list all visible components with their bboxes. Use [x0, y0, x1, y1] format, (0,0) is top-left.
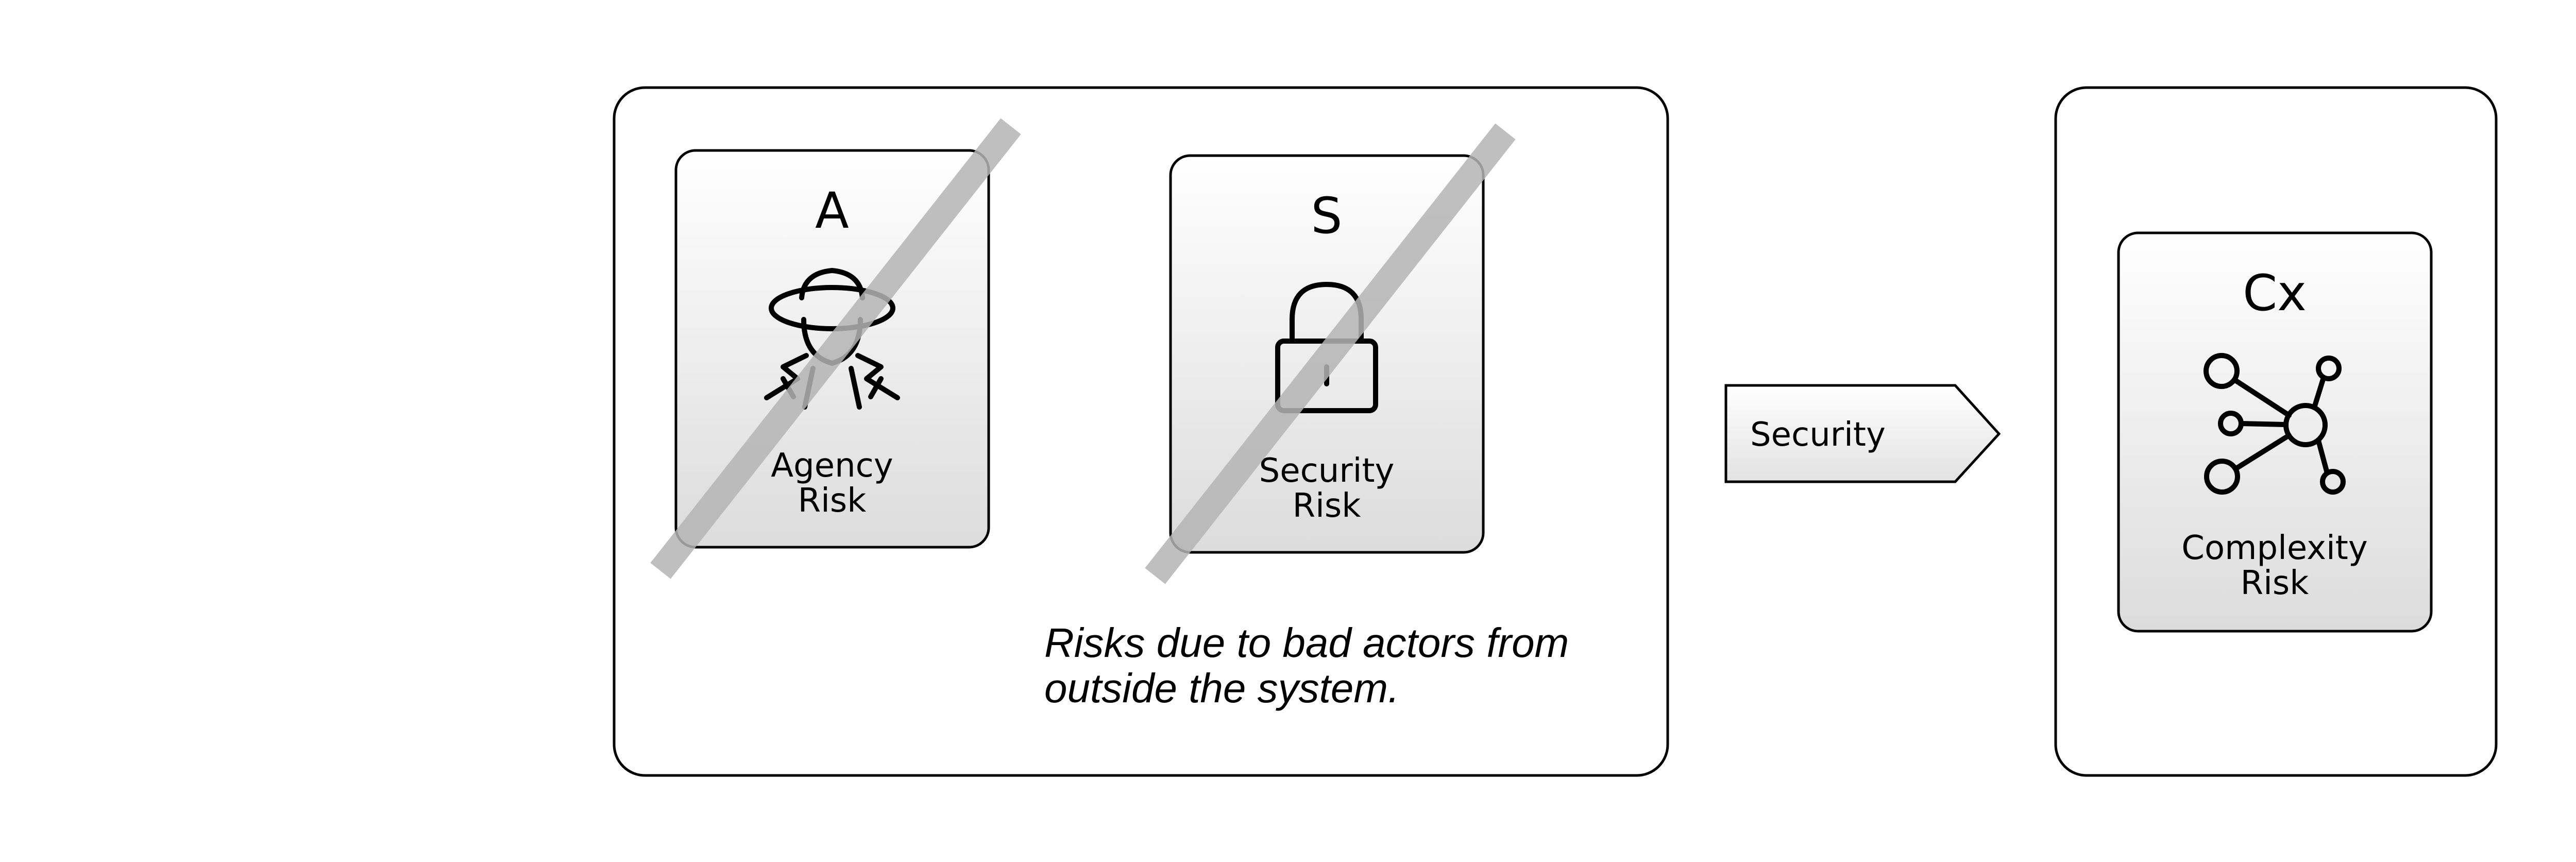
agency-risk-label-line1: Agency	[771, 447, 893, 485]
complexity-risk-card: Cx Complexity Risk	[2117, 231, 2433, 633]
agency-risk-card: A Agency Risk	[650, 118, 1021, 579]
left-group-caption-line1: Risks due to bad actors from	[1044, 620, 1569, 666]
security-risk-label-line1: Security	[1259, 452, 1395, 490]
agency-risk-strikethrough	[650, 118, 1021, 579]
network-icon	[2204, 353, 2346, 495]
spy-icon	[764, 268, 900, 410]
security-risk-strikethrough	[1145, 123, 1516, 584]
left-group-caption-line2: outside the system.	[1044, 665, 1399, 711]
security-risk-card: S Security Risk	[1145, 123, 1516, 584]
complexity-risk-label-line2: Risk	[2241, 564, 2309, 602]
arrow-label: Security	[1750, 416, 1886, 454]
left-risk-group: A Agency Risk S	[613, 86, 1669, 777]
security-risk-label-line2: Risk	[1293, 487, 1361, 525]
security-risk-letter: S	[1311, 187, 1343, 245]
right-risk-group: Cx Complexity Risk	[2054, 86, 2498, 777]
agency-risk-letter: A	[815, 182, 849, 240]
security-arrow: Security	[1724, 384, 2001, 483]
complexity-risk-letter: Cx	[2243, 264, 2307, 322]
agency-risk-label-line2: Risk	[798, 482, 867, 520]
complexity-risk-label-line1: Complexity	[2181, 529, 2367, 567]
